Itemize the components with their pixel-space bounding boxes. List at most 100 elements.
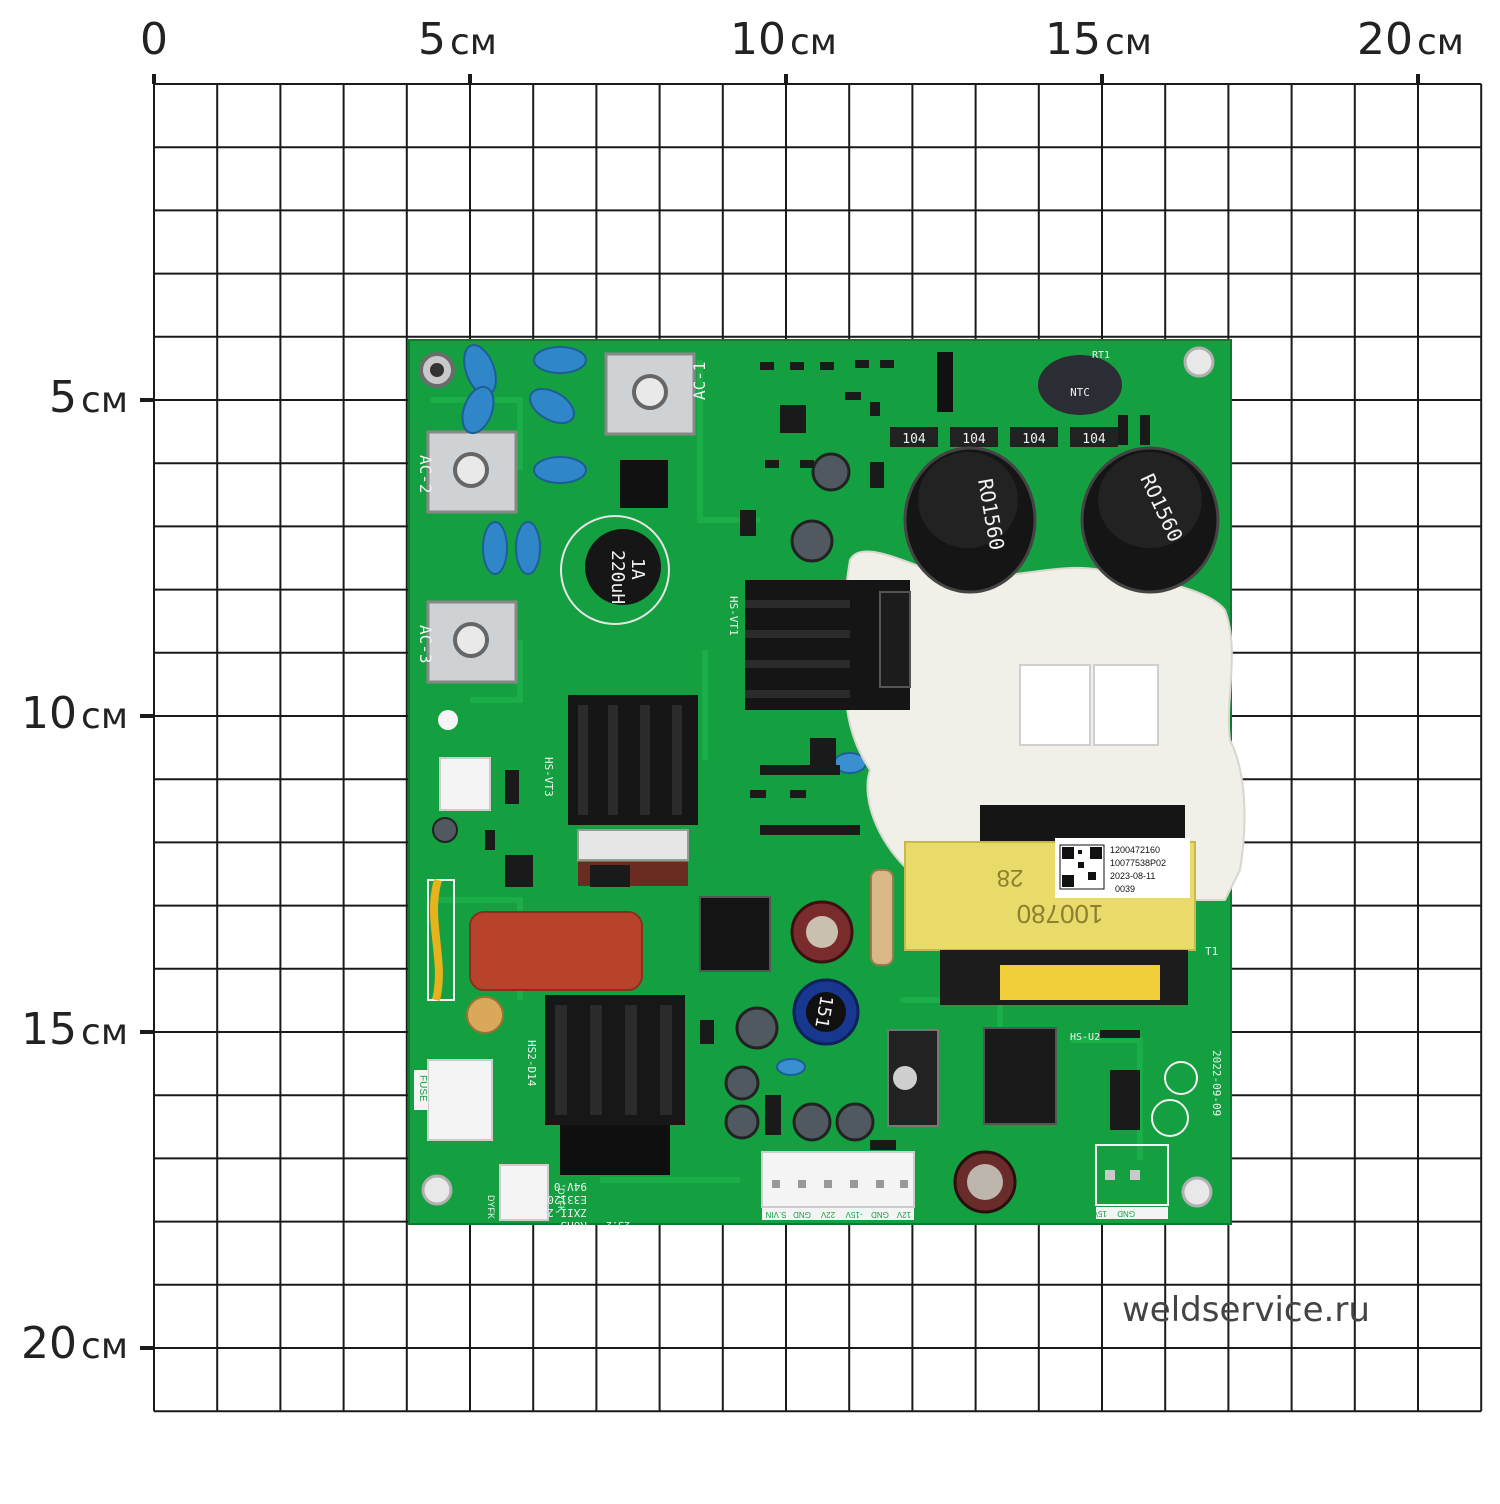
cn-label-6: 12V	[896, 1210, 911, 1219]
y-axis-label-number: 10	[21, 688, 78, 739]
qr-sticker: 1200472160 10077538P02 2023-08-11 0039	[1055, 838, 1190, 898]
transformer-code: 100780	[1017, 899, 1104, 929]
smd-part	[1100, 1030, 1140, 1038]
smd-part	[505, 770, 519, 804]
transformer-sub: 28	[997, 864, 1024, 891]
ac-terminal-2: AC-2	[416, 430, 518, 514]
fuse-label: FUSE	[417, 1075, 428, 1102]
inductor-220uh: 220uH 1A	[560, 515, 670, 625]
power-resistor	[870, 869, 894, 966]
silk-line-4: RoHS	[561, 1219, 588, 1232]
ac-terminal-3: AC-3	[416, 600, 518, 684]
mounting-holes	[419, 346, 1215, 1208]
bridge-rectifier	[620, 460, 668, 508]
sticker-line-1: 1200472160	[1110, 845, 1160, 855]
smd-part	[800, 460, 814, 468]
bulk-capacitor-1: RO1560	[903, 446, 1037, 594]
smd-part	[790, 790, 806, 798]
potting-block-1	[1019, 664, 1091, 746]
ac3-label: AC-3	[416, 625, 435, 664]
resistor-1-label: 104	[902, 432, 926, 447]
x-axis-label-unit: см	[790, 22, 837, 63]
inductor-value: 220uH	[607, 550, 628, 604]
output-connector: S.VIN GND 22V -15V GND 12V	[761, 1151, 915, 1220]
regulators: HS-U2	[887, 1027, 1100, 1127]
hs-d14-label: HS2-D14	[525, 1040, 538, 1087]
watermark: weldservice.ru	[1122, 1290, 1370, 1330]
x-axis-label: 0	[140, 14, 168, 65]
sticker-line-3: 2023-08-11	[1110, 871, 1155, 881]
y-axis-label-unit: см	[81, 1012, 128, 1053]
ntc-label: NTC	[1070, 386, 1090, 399]
smd-part	[590, 865, 630, 887]
fuse-connector: FUSE	[414, 1059, 493, 1141]
small-connector-2	[499, 1164, 549, 1221]
ac2-label: AC-2	[416, 455, 435, 494]
switch-ic	[699, 896, 771, 972]
potting-block-2	[1093, 664, 1159, 746]
smd-part	[870, 462, 884, 488]
transformer-ref: T1	[1205, 945, 1218, 958]
y-axis-label-number: 5	[49, 372, 78, 423]
cn-label-3: 22V	[820, 1210, 835, 1219]
cn-label-4: -15V	[845, 1210, 863, 1219]
smd-part	[1110, 1070, 1140, 1130]
x-axis-label-unit: см	[450, 22, 497, 63]
silk-line-3: ZXII-2	[547, 1206, 587, 1219]
pin-header	[937, 352, 953, 412]
y-axis-label-unit: см	[81, 380, 128, 421]
smd-part	[820, 362, 834, 370]
cn-label-1: S.VIN	[765, 1210, 786, 1219]
resistor-row: 104 104 104 104	[890, 427, 1118, 447]
smd-part	[740, 510, 756, 536]
x-axis-label-number: 20	[1357, 14, 1413, 65]
inductor-current: 1A	[627, 558, 648, 580]
smd-part	[700, 1020, 714, 1044]
smd-part	[880, 360, 894, 368]
fuse	[427, 878, 455, 1001]
br-label-1: 15V	[1092, 1209, 1107, 1218]
sticker-line-4: 0039	[1115, 884, 1135, 894]
x-capacitor	[469, 911, 643, 991]
smd-part	[1140, 415, 1150, 445]
sticker-line-2: 10077538P02	[1110, 858, 1166, 868]
dyfk-label-right: DYFK	[556, 1188, 566, 1212]
smd-part	[1118, 415, 1128, 445]
cn-label-2: GND	[793, 1210, 811, 1219]
smd-part	[485, 830, 495, 850]
ac1-label: AC-1	[690, 361, 709, 400]
x-axis-label-number: 5	[418, 14, 446, 65]
smd-part	[845, 392, 861, 400]
smd-part	[870, 402, 880, 416]
x-axis-label-unit: см	[1417, 22, 1464, 63]
heatsink-vt1: HS-VT1	[727, 580, 911, 710]
y-capacitors	[461, 344, 1193, 1076]
x-axis-label-number: 10	[730, 14, 786, 65]
bottom-right-terminal: 15V GND	[1092, 1144, 1169, 1219]
small-connector-1	[439, 757, 491, 811]
y-axis-label-number: 20	[21, 1318, 78, 1369]
date-code: 2022-09-09	[1210, 1050, 1223, 1116]
silk-line-5: 23.2	[606, 1219, 630, 1230]
x-axis-label-number: 0	[140, 14, 168, 65]
silk-line-2: E331208	[541, 1193, 587, 1206]
y-axis-label-number: 15	[21, 1004, 78, 1055]
axis-ticks	[140, 74, 1420, 1350]
resistor-3-label: 104	[1022, 432, 1046, 447]
smd-part	[765, 1095, 781, 1135]
smd-part	[750, 790, 766, 798]
rt1-label: RT1	[1092, 350, 1110, 361]
br-label-2: GND	[1117, 1209, 1135, 1218]
ntc-thermistor: RT1 NTC	[1038, 350, 1122, 415]
smd-part	[760, 362, 774, 370]
bulk-capacitor-2: RO1560	[1080, 446, 1220, 594]
